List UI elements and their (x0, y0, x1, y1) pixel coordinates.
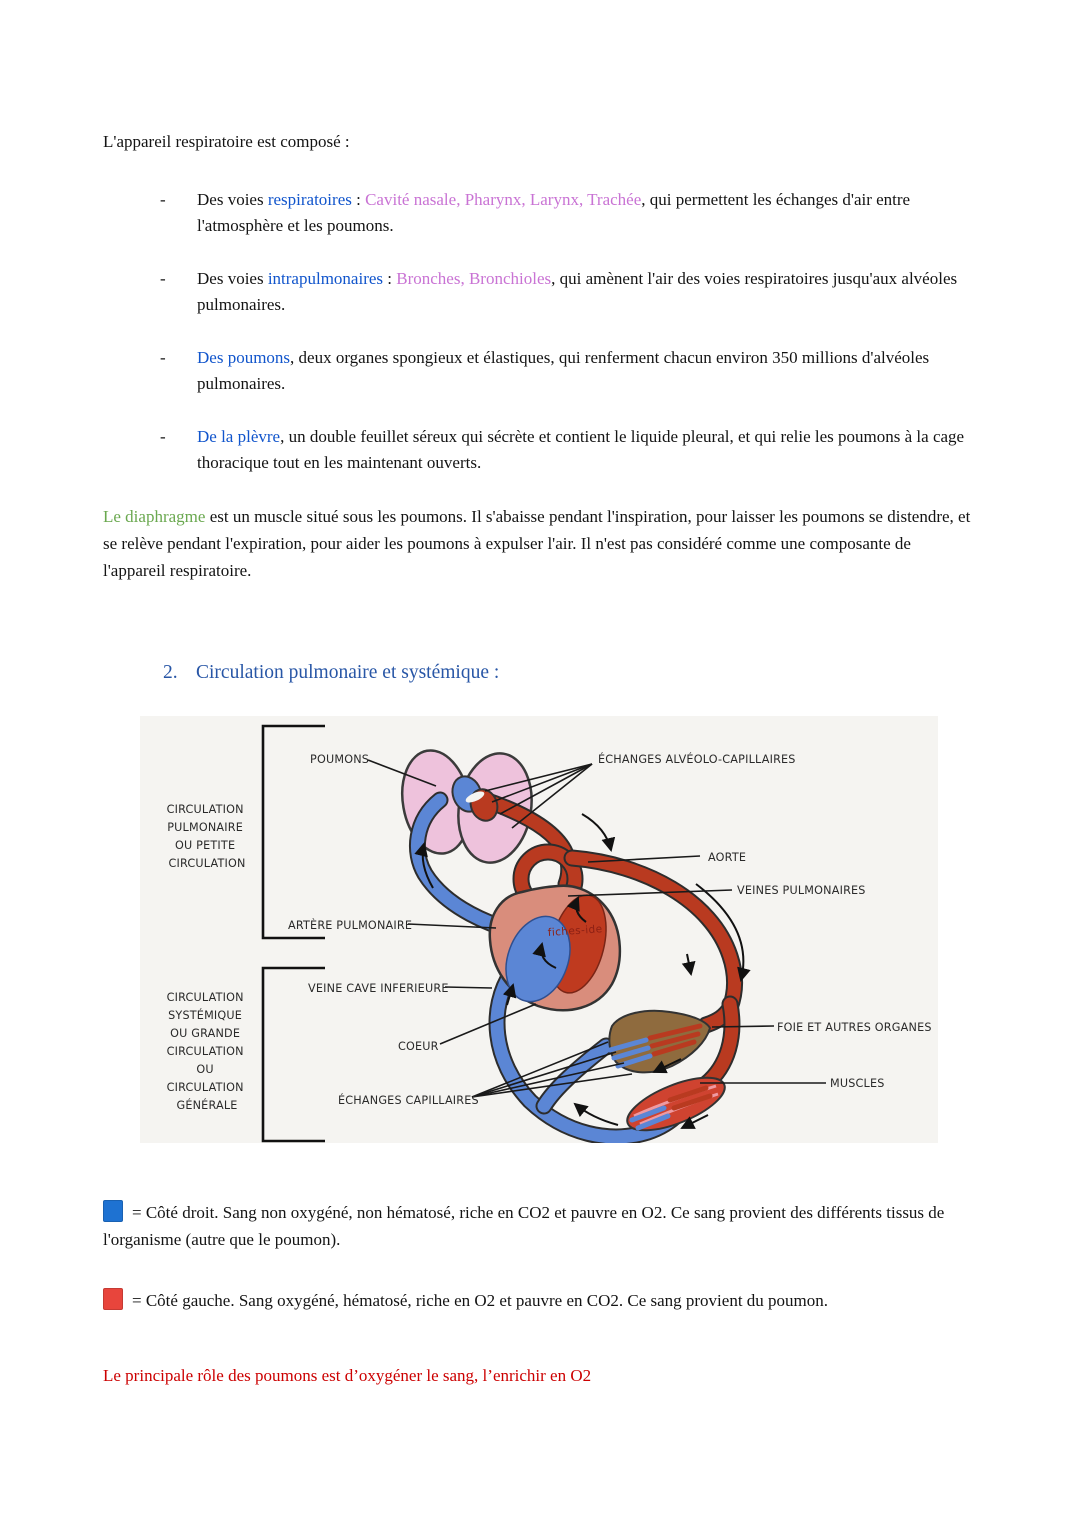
list-item-text: Des poumons, deux organes spongieux et é… (197, 345, 977, 397)
bullet-list: - Des voies respiratoires : Cavité nasal… (160, 187, 977, 476)
label-poumons: POUMONS (310, 753, 369, 766)
lung-hilum-vessels (451, 775, 499, 822)
leader-lines (367, 759, 826, 1098)
muscle-shape (626, 1076, 726, 1132)
heart-right-chamber (505, 915, 571, 1003)
heart-shape: fiches-ide (488, 884, 622, 1012)
watermark-text: fiches-ide (547, 923, 603, 939)
liver-shape (607, 1009, 712, 1074)
text-segment: , deux organes spongieux et élastiques, … (197, 348, 930, 393)
legend-red-text: = Côté gauche. Sang oxygéné, hématosé, r… (132, 1291, 829, 1310)
legend-red: = Côté gauche. Sang oxygéné, hématosé, r… (103, 1287, 977, 1314)
bracket-pulmonary (261, 724, 325, 940)
text-segment: : (351, 190, 366, 209)
label-foie-et-autres-organes: FOIE ET AUTRES ORGANES (777, 1021, 932, 1034)
term-link: De la plèvre (197, 427, 281, 446)
label-echanges-capillaires: ÉCHANGES CAPILLAIRES (338, 1094, 479, 1107)
text-segment: Des voies (197, 190, 268, 209)
intro-paragraph: L'appareil respiratoire est composé : (103, 132, 350, 151)
term-diaphragme: Le diaphragme (103, 507, 206, 526)
liver-vein-path (535, 1037, 615, 1115)
list-item-text: Des voies intrapulmonaires : Bronches, B… (197, 266, 977, 318)
term-link: respiratoires (267, 190, 352, 209)
label-veine-cave-inferieure: VEINE CAVE INFERIEURE (308, 982, 449, 995)
label-circulation-systemique: CIRCULATION SYSTÉMIQUE OU GRANDE CIRCULA… (167, 991, 248, 1112)
blue-square-swatch (103, 1200, 123, 1222)
label-echanges-alveolo-capillaires: ÉCHANGES ALVÉOLO-CAPILLAIRES (598, 753, 796, 766)
label-aorte: AORTE (708, 851, 746, 864)
heading-number: 2. (163, 662, 178, 683)
term-link: intrapulmonaires (267, 269, 384, 288)
term-highlight: Bronches, Bronchioles (396, 269, 552, 288)
aorta-path (563, 849, 743, 1017)
text-segment: , qui amènent l'air des voies respiratoi… (197, 269, 958, 314)
heading-text: Circulation pulmonaire et systémique : (196, 662, 500, 683)
label-circulation-pulmonaire: CIRCULATION PULMONAIRE OU PETITE CIRCULA… (167, 803, 248, 870)
list-item-text: De la plèvre, un double feuillet séreux … (197, 424, 977, 476)
bullet-dash: - (160, 269, 166, 288)
circulation-diagram-figure: CIRCULATION PULMONAIRE OU PETITE CIRCULA… (140, 716, 938, 1146)
text-segment: : (383, 269, 397, 288)
text-segment: Des voies (197, 269, 268, 288)
label-veines-pulmonaires: VEINES PULMONAIRES (737, 884, 866, 897)
diagram-labels: POUMONS ÉCHANGES ALVÉOLO-CAPILLAIRES AOR… (288, 753, 932, 1107)
label-muscles: MUSCLES (830, 1077, 885, 1090)
footer-note: Le principale rôle des poumons est d’oxy… (103, 1366, 592, 1385)
bracket-systemic (261, 966, 325, 1143)
legend-blue-text: = Côté droit. Sang non oxygéné, non héma… (103, 1203, 945, 1249)
document-page: L'appareil respiratoire est composé : - … (103, 132, 977, 1385)
bullet-dash: - (160, 348, 166, 367)
list-item: - Des voies respiratoires : Cavité nasal… (160, 187, 977, 239)
text-segment: , un double feuillet séreux qui sécrète … (197, 427, 965, 472)
term-highlight: Cavité nasale, Pharynx, Larynx, Trachée (365, 190, 642, 209)
red-square-swatch (103, 1288, 123, 1310)
legend-blue: = Côté droit. Sang non oxygéné, non héma… (103, 1199, 977, 1253)
diaphragm-paragraph: Le diaphragme est un muscle situé sous l… (103, 503, 977, 584)
term-link: Des poumons (197, 348, 291, 367)
text-segment: , qui permettent les échanges d'air entr… (197, 190, 911, 235)
text-segment: est un muscle situé sous les poumons. Il… (103, 507, 971, 580)
list-item: - Des voies intrapulmonaires : Bronches,… (160, 266, 977, 318)
section-heading: 2. Circulation pulmonaire et systémique … (163, 660, 977, 686)
bullet-dash: - (160, 427, 166, 446)
bullet-dash: - (160, 190, 166, 209)
circulation-diagram: CIRCULATION PULMONAIRE OU PETITE CIRCULA… (140, 716, 938, 1146)
label-artere-pulmonaire: ARTÈRE PULMONAIRE (288, 919, 412, 932)
list-item-text: Des voies respiratoires : Cavité nasale,… (197, 187, 977, 239)
label-coeur: COEUR (398, 1040, 439, 1053)
list-item: - Des poumons, deux organes spongieux et… (160, 345, 977, 397)
list-item: - De la plèvre, un double feuillet séreu… (160, 424, 977, 476)
flow-arrows (414, 813, 751, 1129)
